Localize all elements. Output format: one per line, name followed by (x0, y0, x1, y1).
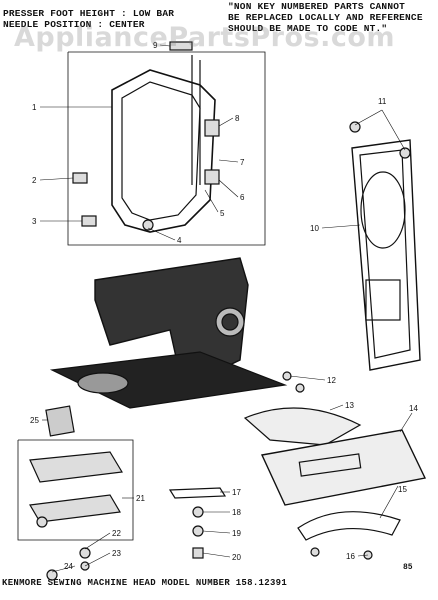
bracket-box-21 (17, 439, 134, 541)
watermark: AppliancePartsPros.com (14, 22, 396, 53)
callout-17: 17 (232, 488, 241, 497)
callout-5: 5 (220, 209, 225, 218)
callout-4: 4 (177, 236, 182, 245)
screw-12a (282, 371, 292, 381)
nut-22 (79, 547, 91, 559)
callout-10: 10 (310, 224, 319, 233)
part-8 (204, 119, 220, 137)
plate-13 (243, 407, 362, 446)
header-right-line2: BE REPLACED LOCALLY AND REFERENCE (228, 12, 423, 23)
callout-16: 16 (346, 552, 355, 561)
screw-11b (399, 147, 411, 159)
callout-25: 25 (30, 416, 39, 425)
callout-11: 11 (378, 97, 387, 106)
callout-24: 24 (64, 562, 73, 571)
callout-19: 19 (232, 529, 241, 538)
callout-6: 6 (240, 193, 245, 202)
drawing-code: 85 (403, 563, 413, 572)
cover-14 (260, 429, 427, 506)
callout-12: 12 (327, 376, 336, 385)
face-cover-part (111, 69, 216, 233)
callout-2: 2 (32, 176, 37, 185)
part-2 (72, 172, 88, 184)
callout-13: 13 (345, 401, 354, 410)
callout-20: 20 (232, 553, 241, 562)
machine-base (49, 351, 288, 409)
callout-21: 21 (136, 494, 145, 503)
callout-18: 18 (232, 508, 241, 517)
bed-plate-part (351, 139, 421, 371)
header-left-line2: NEEDLE POSITION : CENTER (3, 19, 145, 30)
part-3 (81, 215, 97, 227)
callout-8: 8 (235, 114, 240, 123)
callout-23: 23 (112, 549, 121, 558)
part-4 (142, 219, 154, 231)
screw-11a (349, 121, 361, 133)
callout-7: 7 (240, 158, 245, 167)
bolt-20 (192, 547, 204, 559)
footer-model-line: KENMORE SEWING MACHINE HEAD MODEL NUMBER… (2, 578, 288, 588)
header-left-line1: PRESSER FOOT HEIGHT : LOW BAR (3, 8, 175, 19)
screw-12b (295, 383, 305, 393)
callout-1: 1 (32, 103, 37, 112)
face-cover-box (67, 51, 266, 246)
screw-16a (310, 547, 320, 557)
callout-3: 3 (32, 217, 37, 226)
callout-9: 9 (153, 41, 158, 50)
spring-15 (297, 511, 401, 541)
callout-labels: 1 2 3 4 5 6 7 8 9 10 11 12 13 14 15 16 1… (30, 41, 418, 571)
part-25 (45, 405, 75, 437)
bracket-17 (168, 487, 227, 499)
bolt-24 (46, 569, 58, 581)
header-right-line1: "NON KEY NUMBERED PARTS CANNOT (228, 1, 406, 12)
callout-22: 22 (112, 529, 121, 538)
part-18 (192, 506, 204, 518)
part-6 (204, 169, 220, 185)
part-19 (192, 525, 204, 537)
header-right-line3: SHOULD BE MADE TO CODE NT." (228, 23, 388, 34)
callout-15: 15 (398, 485, 407, 494)
callout-14: 14 (409, 404, 418, 413)
